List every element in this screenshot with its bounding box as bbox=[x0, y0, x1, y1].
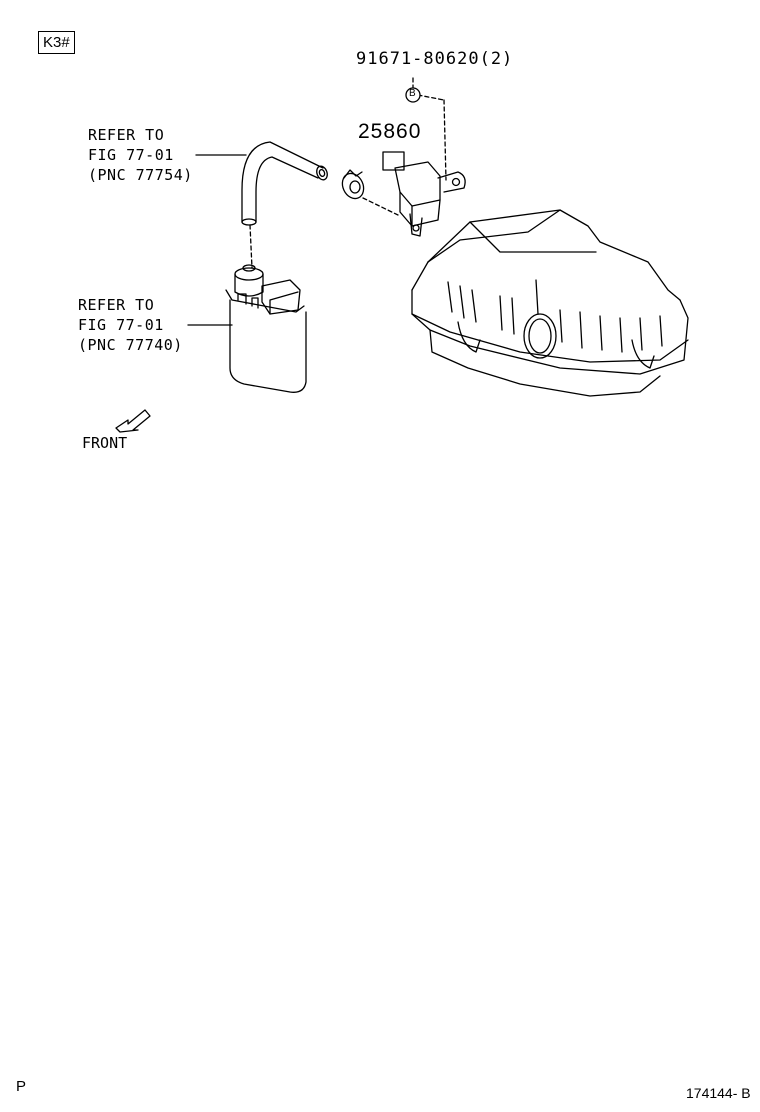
clip-to-valve-leader bbox=[362, 197, 399, 216]
charcoal-canister-illustration bbox=[225, 264, 307, 393]
footer-page-marker: P bbox=[16, 1078, 27, 1095]
clip-illustration bbox=[341, 169, 365, 200]
footer-figure-id: 174144- B bbox=[686, 1085, 751, 1101]
air-cleaner-illustration bbox=[411, 209, 689, 397]
bolt-marker-label: B bbox=[409, 88, 416, 99]
hose-refer-line1: REFER TO bbox=[88, 126, 165, 144]
bolt-marker-circle bbox=[405, 87, 421, 103]
canister-refer-line1: REFER TO bbox=[78, 296, 155, 314]
bolt-leader bbox=[412, 77, 447, 181]
bolt-part-number: 91671-80620(2) bbox=[356, 49, 514, 69]
vsv-valve-illustration bbox=[382, 151, 466, 237]
hose-to-canister-leader bbox=[249, 224, 253, 269]
front-label: FRONT bbox=[82, 434, 128, 452]
hose-refer-line2: FIG 77-01 bbox=[88, 146, 174, 164]
valve-part-number: 25860 bbox=[358, 120, 422, 143]
hose-illustration bbox=[241, 141, 328, 226]
canister-refer-line2: FIG 77-01 bbox=[78, 316, 164, 334]
hose-refer-line3: (PNC 77754) bbox=[88, 166, 193, 184]
canister-refer-line3: (PNC 77740) bbox=[78, 336, 183, 354]
front-arrow-icon bbox=[115, 409, 151, 433]
diagram-code-box: K3# bbox=[38, 31, 75, 54]
